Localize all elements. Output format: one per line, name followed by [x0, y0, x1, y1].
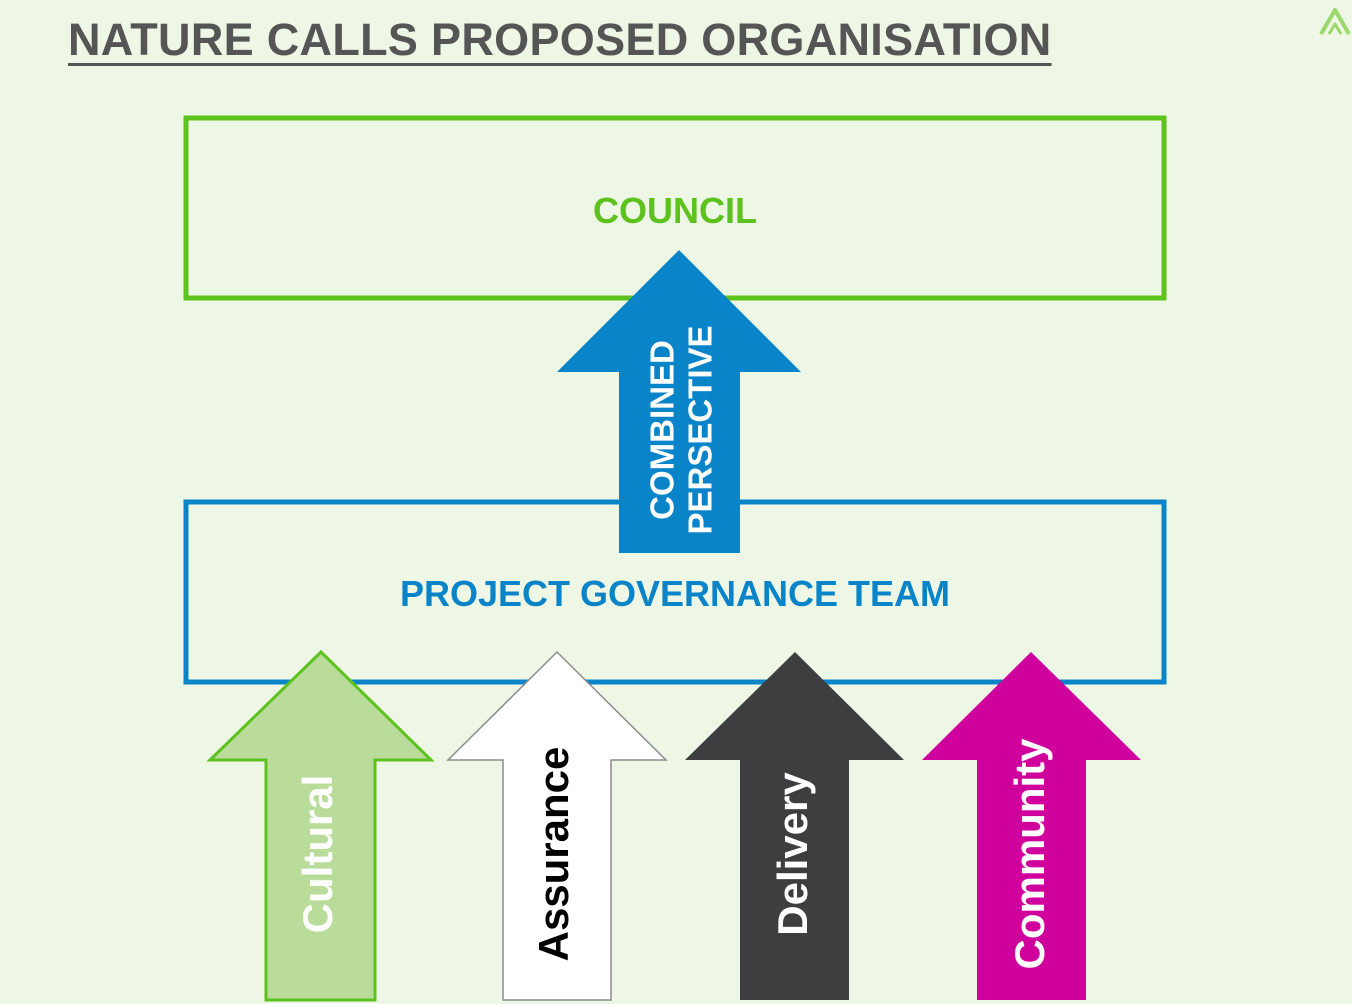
delivery-arrow — [685, 652, 904, 1000]
chevron-up-logo-icon — [1319, 8, 1351, 36]
combined-arrow-label-line1: COMBINED — [644, 340, 681, 520]
council-label: COUNCIL — [593, 190, 757, 231]
combined-arrow-label-line2: PERSECTIVE — [682, 325, 719, 534]
cultural-arrow — [206, 649, 435, 1002]
cultural-arrow-label: Cultural — [294, 775, 341, 934]
delivery-arrow-label: Delivery — [769, 772, 816, 936]
community-arrow — [922, 652, 1141, 1000]
combined-perspective-arrow — [557, 250, 801, 553]
assurance-arrow — [446, 650, 668, 1001]
page-title: NATURE CALLS PROPOSED ORGANISATION — [68, 14, 1052, 65]
assurance-arrow-label: Assurance — [530, 747, 577, 962]
community-arrow-label: Community — [1006, 738, 1053, 970]
governance-label: PROJECT GOVERNANCE TEAM — [400, 573, 950, 614]
